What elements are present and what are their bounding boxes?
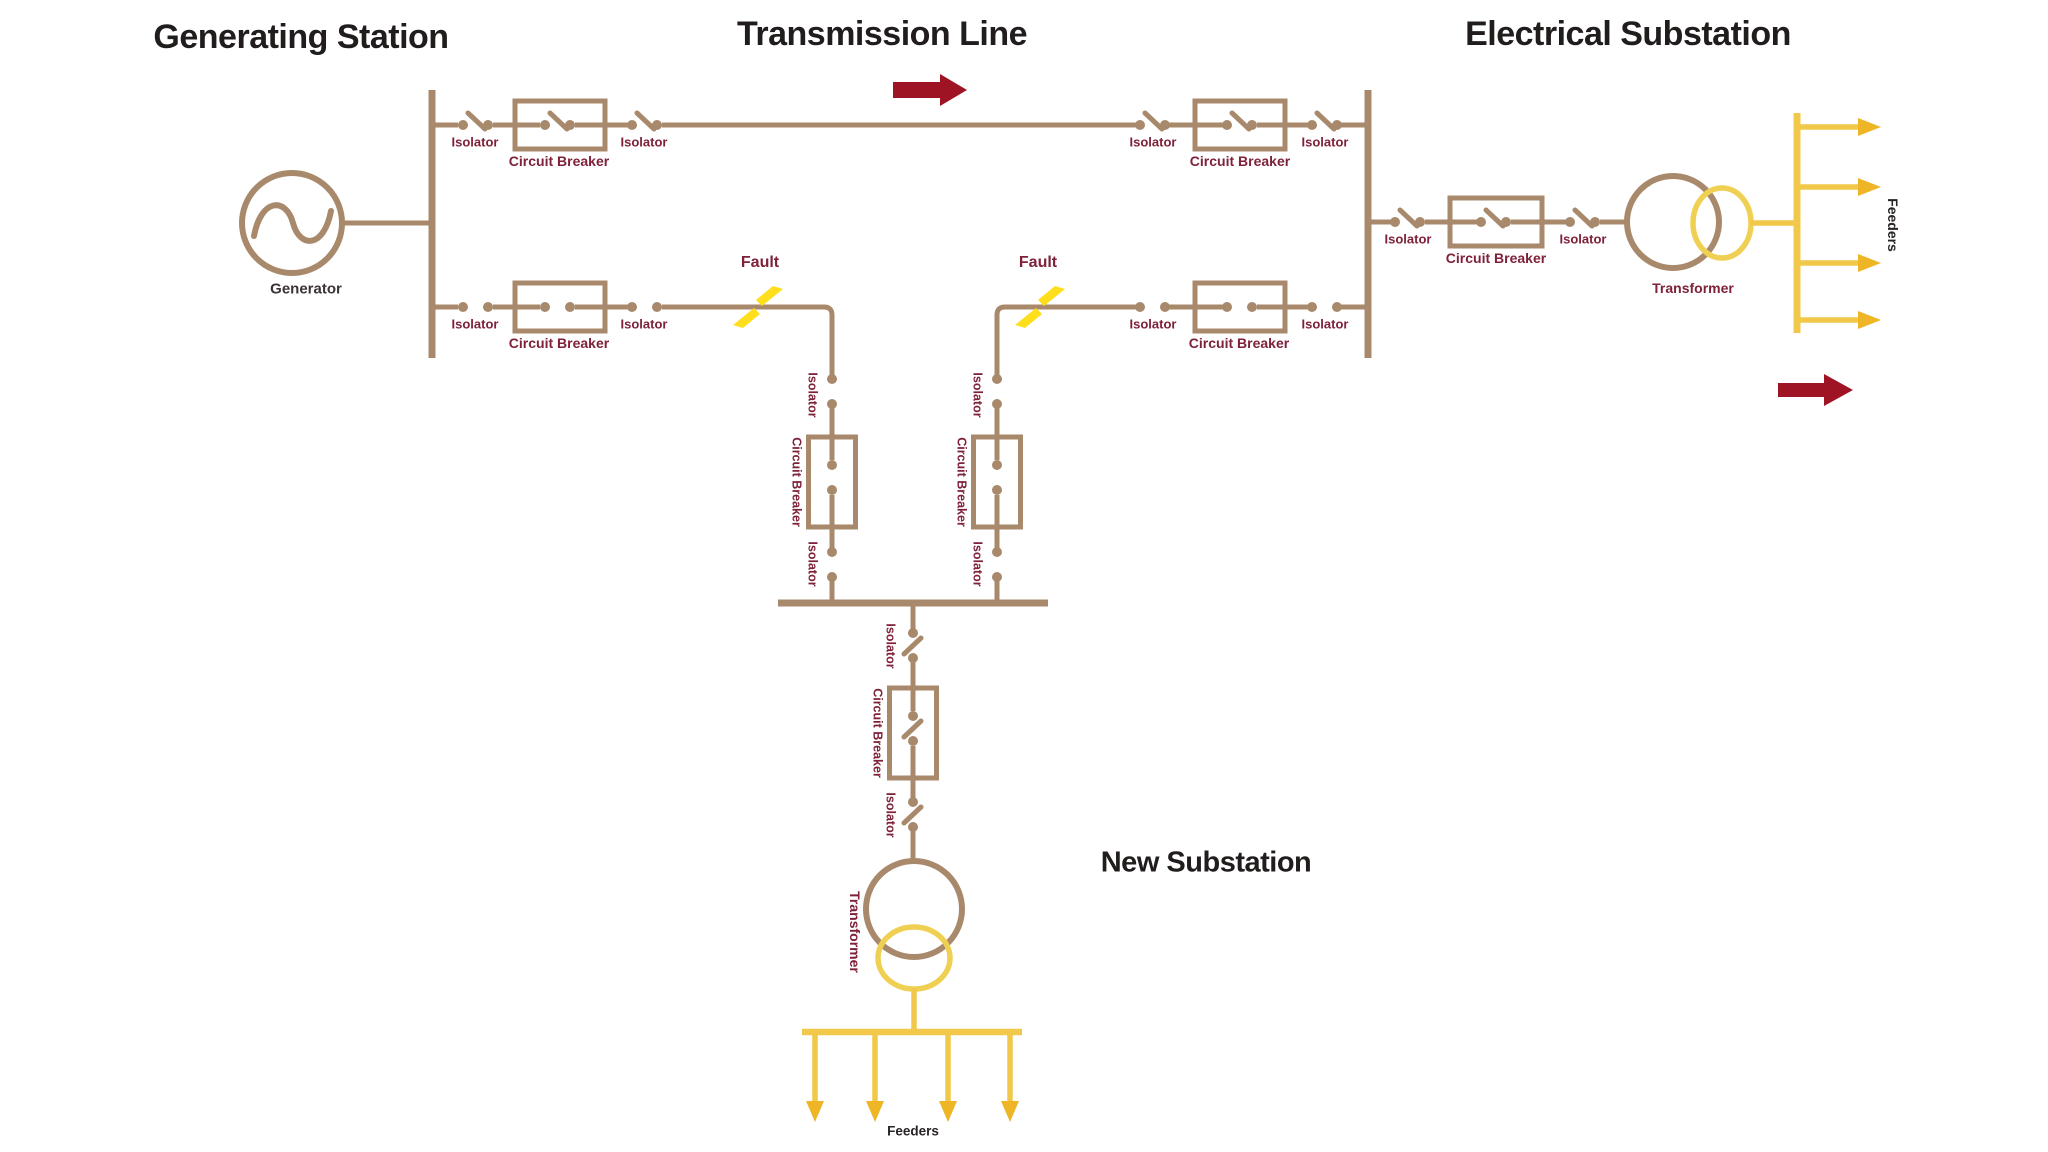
fault-label: Fault bbox=[740, 254, 780, 271]
heading-new-substation: New Substation bbox=[1100, 846, 1312, 879]
breaker-switch-open bbox=[992, 460, 1002, 495]
isolator-label: Isolator bbox=[1384, 231, 1432, 247]
heading-transmission-line: Transmission Line bbox=[736, 15, 1028, 53]
feeder-arrowheads bbox=[1858, 118, 1881, 329]
transformer-label: Transformer bbox=[1652, 280, 1734, 296]
isolator-switch-open bbox=[1307, 302, 1342, 312]
circuit-breaker-label: Circuit Breaker bbox=[1188, 335, 1290, 351]
isolator-label: Isolator bbox=[1129, 316, 1177, 332]
breaker-switch-open bbox=[827, 460, 837, 495]
isolator-label: Isolator bbox=[451, 316, 499, 332]
branch-left-vertical bbox=[806, 404, 858, 601]
flow-arrow-substation bbox=[1778, 374, 1853, 406]
isolator-label: Isolator bbox=[805, 372, 820, 418]
isolator-switch-open bbox=[992, 547, 1002, 582]
isolator-label: Isolator bbox=[1301, 316, 1349, 332]
isolator-switch-open bbox=[627, 302, 662, 312]
feeders-label: Feeders bbox=[887, 1123, 939, 1139]
heading-generating-station: Generating Station bbox=[153, 18, 449, 56]
breaker-switch bbox=[1476, 210, 1511, 227]
isolator-label: Isolator bbox=[620, 316, 668, 332]
isolator-label: Isolator bbox=[620, 134, 668, 150]
isolator-label: Isolator bbox=[1559, 231, 1607, 247]
circuit-breaker-label: Circuit Breaker bbox=[1189, 153, 1291, 169]
transformer-symbol-substation bbox=[1624, 173, 1754, 271]
circuit-breaker-label: Circuit Breaker bbox=[954, 437, 969, 527]
breaker-switch bbox=[904, 711, 921, 746]
breaker-switch bbox=[540, 113, 575, 130]
feeders-substation bbox=[1750, 113, 1881, 333]
isolator-label: Isolator bbox=[451, 134, 499, 150]
isolator-switch bbox=[458, 113, 493, 130]
feeders-label: Feeders bbox=[1885, 198, 1901, 252]
transformer-label: Transformer bbox=[847, 891, 863, 973]
new-substation-chain bbox=[887, 603, 939, 861]
isolator-label: Isolator bbox=[883, 623, 898, 669]
isolator-label: Isolator bbox=[883, 792, 898, 838]
isolator-label: Isolator bbox=[805, 541, 820, 587]
generator-symbol bbox=[239, 170, 432, 276]
isolator-switch-open bbox=[827, 547, 837, 582]
isolator-switch bbox=[904, 628, 921, 663]
breaker-switch-open bbox=[1222, 302, 1257, 312]
bay-bottom-right bbox=[994, 280, 1368, 379]
circuit-breaker-label: Circuit Breaker bbox=[508, 335, 610, 351]
circuit-breaker-label: Circuit Breaker bbox=[789, 437, 804, 527]
isolator-switch-open bbox=[827, 374, 837, 409]
breaker-switch-open bbox=[540, 302, 575, 312]
faulted-line-right bbox=[994, 304, 1140, 379]
isolator-switch bbox=[1390, 210, 1425, 227]
isolator-label: Isolator bbox=[970, 541, 985, 587]
circuit-breaker-label: Circuit Breaker bbox=[1445, 250, 1547, 266]
breaker-switch bbox=[1222, 113, 1257, 130]
generator-label: Generator bbox=[270, 280, 342, 298]
bay-bottom-left bbox=[432, 280, 835, 379]
isolator-label: Isolator bbox=[970, 372, 985, 418]
feeders-new-substation bbox=[802, 988, 1022, 1122]
isolator-switch bbox=[1307, 113, 1342, 130]
isolator-switch-open bbox=[992, 374, 1002, 409]
circuit-breaker-label: Circuit Breaker bbox=[508, 153, 610, 169]
circuit-breaker-label: Circuit Breaker bbox=[870, 688, 885, 778]
bay-top-left bbox=[432, 98, 1140, 152]
heading-electrical-substation: Electrical Substation bbox=[1465, 15, 1791, 53]
isolator-switch bbox=[1565, 210, 1600, 227]
faulted-line-left bbox=[662, 304, 835, 379]
transformer-symbol-new-substation bbox=[863, 858, 965, 992]
isolator-label: Isolator bbox=[1301, 134, 1349, 150]
feeder-arrowheads bbox=[806, 1101, 1019, 1122]
isolator-switch bbox=[904, 797, 921, 832]
fault-label: Fault bbox=[1018, 254, 1058, 271]
isolator-label: Isolator bbox=[1129, 134, 1177, 150]
bay-substation-transformer bbox=[1368, 195, 1628, 249]
branch-right-vertical bbox=[971, 404, 1023, 601]
flow-arrow-transmission bbox=[893, 74, 967, 106]
isolator-switch bbox=[1135, 113, 1170, 130]
isolator-switch bbox=[627, 113, 662, 130]
isolator-switch-open bbox=[1135, 302, 1170, 312]
isolator-switch-open bbox=[458, 302, 493, 312]
